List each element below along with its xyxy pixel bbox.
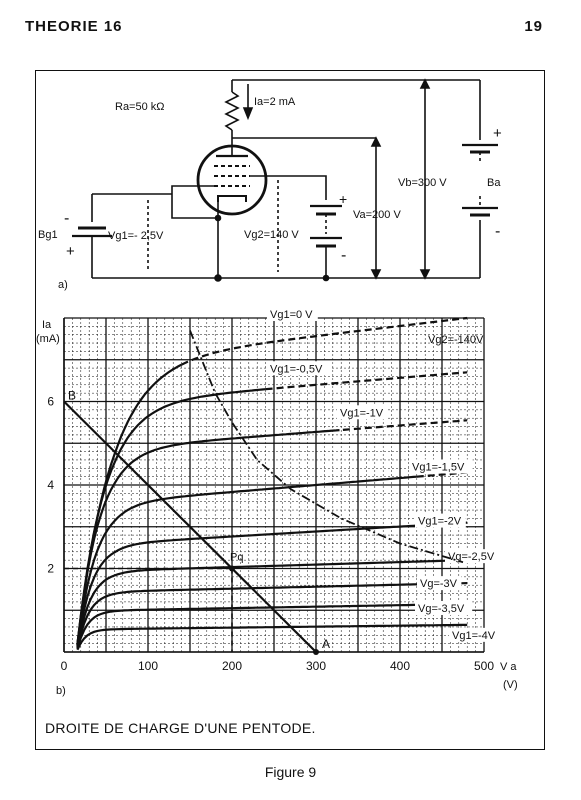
- junction-vg2: [322, 274, 330, 282]
- bg1-minus: -: [64, 210, 69, 227]
- ba-plus: +: [493, 125, 502, 142]
- curve-label-bg: [417, 576, 462, 591]
- axis-ticks: 0 100 200 300 400 500 2 4 6: [47, 395, 494, 674]
- figure-caption: DROITE DE CHARGE D'UNE PENTODE.: [45, 720, 316, 736]
- vg2-minus: -: [341, 247, 346, 264]
- ba-minus: -: [495, 223, 500, 240]
- curve-label-bg: [267, 361, 331, 376]
- curve-label: Vg=-2,5V: [448, 551, 495, 563]
- curve-label: Vg1=-1V: [340, 407, 384, 419]
- curve-label: Vg1=-0,5V: [270, 363, 323, 375]
- junction-cathode: [214, 274, 222, 282]
- vb-label: Vb=300 V: [398, 177, 447, 189]
- figure-number: Figure 9: [264, 764, 317, 780]
- curve-label: Vg1=-4V: [452, 630, 496, 642]
- cathode: [217, 195, 247, 202]
- va-arrow-top: [370, 136, 382, 147]
- curve-2-dashed: [265, 371, 468, 391]
- curve-label: Vg1=-2V: [418, 516, 462, 528]
- curve-label-bg: [415, 600, 473, 615]
- va-arrow-bottom: [370, 269, 382, 280]
- curve-label-bg: [449, 627, 500, 642]
- vg2-label: Vg2=140 V: [244, 229, 299, 241]
- curve-label-bg: [415, 513, 466, 528]
- curve-9: [76, 623, 468, 651]
- curve-3: [76, 429, 340, 645]
- axis-labels: Ia (mA) V a (V) b) Vg2=-140V: [36, 319, 518, 697]
- op-label: Pq: [230, 552, 243, 564]
- ra-resistor: [224, 91, 240, 131]
- pentode-tube: [196, 144, 268, 216]
- op-point: [229, 565, 235, 572]
- curve-6: [76, 559, 468, 648]
- x-tick-label: 400: [390, 659, 410, 673]
- x-tick-label: 300: [306, 659, 326, 673]
- max-dissipation-curve: [189, 330, 464, 564]
- vb-arrow-bottom: [419, 269, 431, 280]
- curve-2: [76, 388, 266, 645]
- y-tick-label: 6: [47, 395, 54, 409]
- curve-label: Vg1=-1,5V: [412, 461, 465, 473]
- curve-1-dashed: [181, 316, 468, 366]
- vg2-plus: +: [339, 191, 347, 207]
- x-tick-label: 500: [474, 659, 494, 673]
- y-axis-unit: (mA): [36, 333, 60, 345]
- x-tick-label: 200: [222, 659, 242, 673]
- g2-lead: [250, 175, 327, 200]
- vg2-note: Vg2=-140V: [428, 334, 484, 346]
- x-axis-label: V a: [500, 661, 517, 673]
- vg1-label: Vg1=- 2,5V: [108, 230, 164, 242]
- y-tick-label: 4: [47, 478, 54, 492]
- load-line-start-label: B: [68, 389, 76, 403]
- bg1-label: Bg1: [38, 229, 58, 241]
- bg1-plus: +: [66, 243, 75, 260]
- vb-arrow-top: [419, 78, 431, 89]
- ia-arrow-head: [242, 107, 254, 121]
- curve-label: Vg=-3V: [420, 578, 458, 590]
- curve-label-bg: [337, 405, 388, 420]
- load-line-end-label: A: [322, 637, 330, 651]
- chapter-title: THEORIE 16: [25, 18, 123, 35]
- page-number: 19: [524, 18, 543, 35]
- curve-label: Vg=-3,5V: [418, 603, 465, 615]
- panel-a-label: a): [58, 279, 68, 291]
- g1-lead: [171, 185, 218, 219]
- x-axis-unit: (V): [503, 679, 518, 691]
- load-line: [63, 400, 317, 653]
- ra-label: Ra=50 kΩ: [115, 101, 165, 113]
- curve-4-dashed: [416, 471, 468, 478]
- junction-g1: [214, 214, 222, 222]
- curve-label-bg: [409, 459, 473, 474]
- y-axis-label: Ia: [42, 319, 52, 331]
- figure-frame: [35, 70, 545, 750]
- characteristic-curves: Vg1=0 V Vg1=-0,5V Vg1=-1V Vg1=-1,5V Vg1=-2V V…: [76, 307, 503, 651]
- ba-label: Ba: [487, 177, 501, 189]
- curve-label: Vg1=0 V: [270, 309, 313, 321]
- chart-overlays: B A Pq: [63, 330, 464, 655]
- pentode-characteristics-chart: Vg1=0 V Vg1=-0,5V Vg1=-1V Vg1=-1,5V Vg1=-2V V…: [36, 307, 518, 697]
- panel-b-label: b): [56, 685, 66, 697]
- curve-7: [76, 582, 468, 649]
- curve-label-bg: [445, 549, 503, 564]
- circuit-labels: Ra=50 kΩ Ia=2 mA Vb=300 V Ba Va=200 V Vg…: [38, 96, 502, 291]
- curve-3-dashed: [342, 419, 468, 431]
- x-tick-label: 0: [61, 659, 68, 673]
- curve-5: [76, 521, 468, 647]
- point-a: [313, 649, 319, 655]
- curve-4: [76, 475, 417, 646]
- ia-label: Ia=2 mA: [254, 96, 296, 108]
- curve-label-bg: [267, 307, 318, 321]
- pentode-circuit: [72, 78, 498, 282]
- y-tick-label: 2: [47, 562, 54, 576]
- x-tick-label: 100: [138, 659, 158, 673]
- va-label: Va=200 V: [353, 209, 401, 221]
